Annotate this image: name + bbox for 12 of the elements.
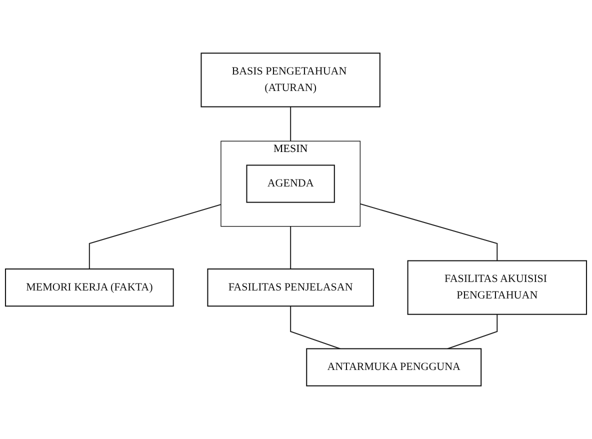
connector xyxy=(360,203,498,261)
node-box: FASILITAS PENJELASAN xyxy=(207,268,374,307)
node-box: MEMORI KERJA (FAKTA) xyxy=(4,268,174,307)
connector xyxy=(290,226,292,269)
connector xyxy=(88,204,222,269)
node-box: AGENDA xyxy=(246,164,335,203)
node-box: BASIS PENGETAHUAN (ATURAN) xyxy=(200,52,380,108)
node-box: ANTARMUKA PENGGUNA xyxy=(306,348,482,386)
connector xyxy=(290,106,292,142)
node-box: FASILITAS AKUISISI PENGETAHUAN xyxy=(407,260,588,315)
connector xyxy=(447,314,498,350)
connector xyxy=(290,306,340,350)
